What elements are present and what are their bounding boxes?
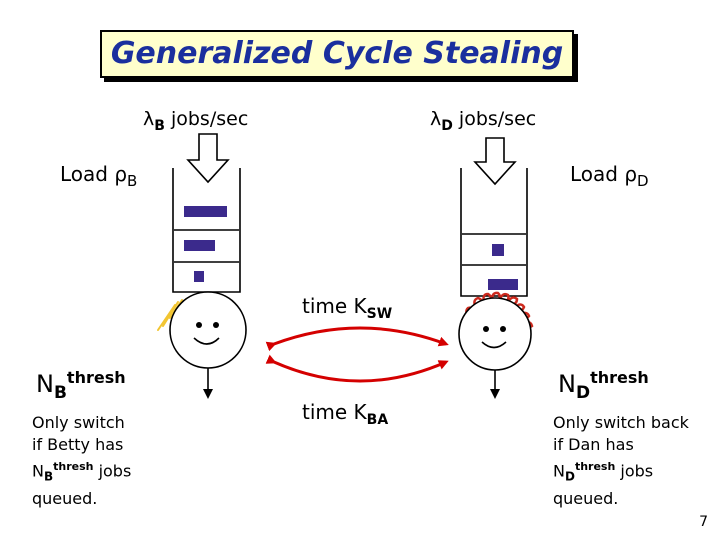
title-box: Generalized Cycle Stealing [100,30,574,78]
betty-arrival-arrow-icon [186,133,230,184]
betty-threshold-label: NBthresh [36,368,126,403]
betty-switch-note: Only switch if Betty has NBthresh jobs q… [32,413,132,508]
dan-arrival-arrow-icon [473,137,517,186]
betty-face-icon [157,291,247,369]
page-number: 7 [699,514,708,530]
dan-queue [460,168,528,297]
betty-queued-job [184,206,227,217]
slide-title: Generalized Cycle Stealing [110,36,564,71]
dan-arrival-rate: λD jobs/sec [430,108,537,134]
switch-time-label-sw: time KSW [302,294,393,322]
dan-threshold-label: NDthresh [558,368,649,403]
betty-arrival-rate: λB jobs/sec [143,108,249,134]
betty-queued-job [184,240,215,251]
dan-face-icon [458,291,534,371]
dan-switch-note: Only switch back if Dan has NDthresh job… [553,413,689,508]
betty-load-label: Load ρB [60,162,138,190]
betty-queue [172,168,241,293]
dan-load-label: Load ρD [570,162,649,190]
switch-arrow-dan-to-betty-icon [265,354,449,383]
betty-queued-job [194,271,204,282]
dan-queued-job [492,244,504,256]
switch-arrow-betty-to-dan-icon [265,326,449,352]
dan-queued-job [488,279,518,290]
switch-time-label-ba: time KBA [302,400,389,428]
